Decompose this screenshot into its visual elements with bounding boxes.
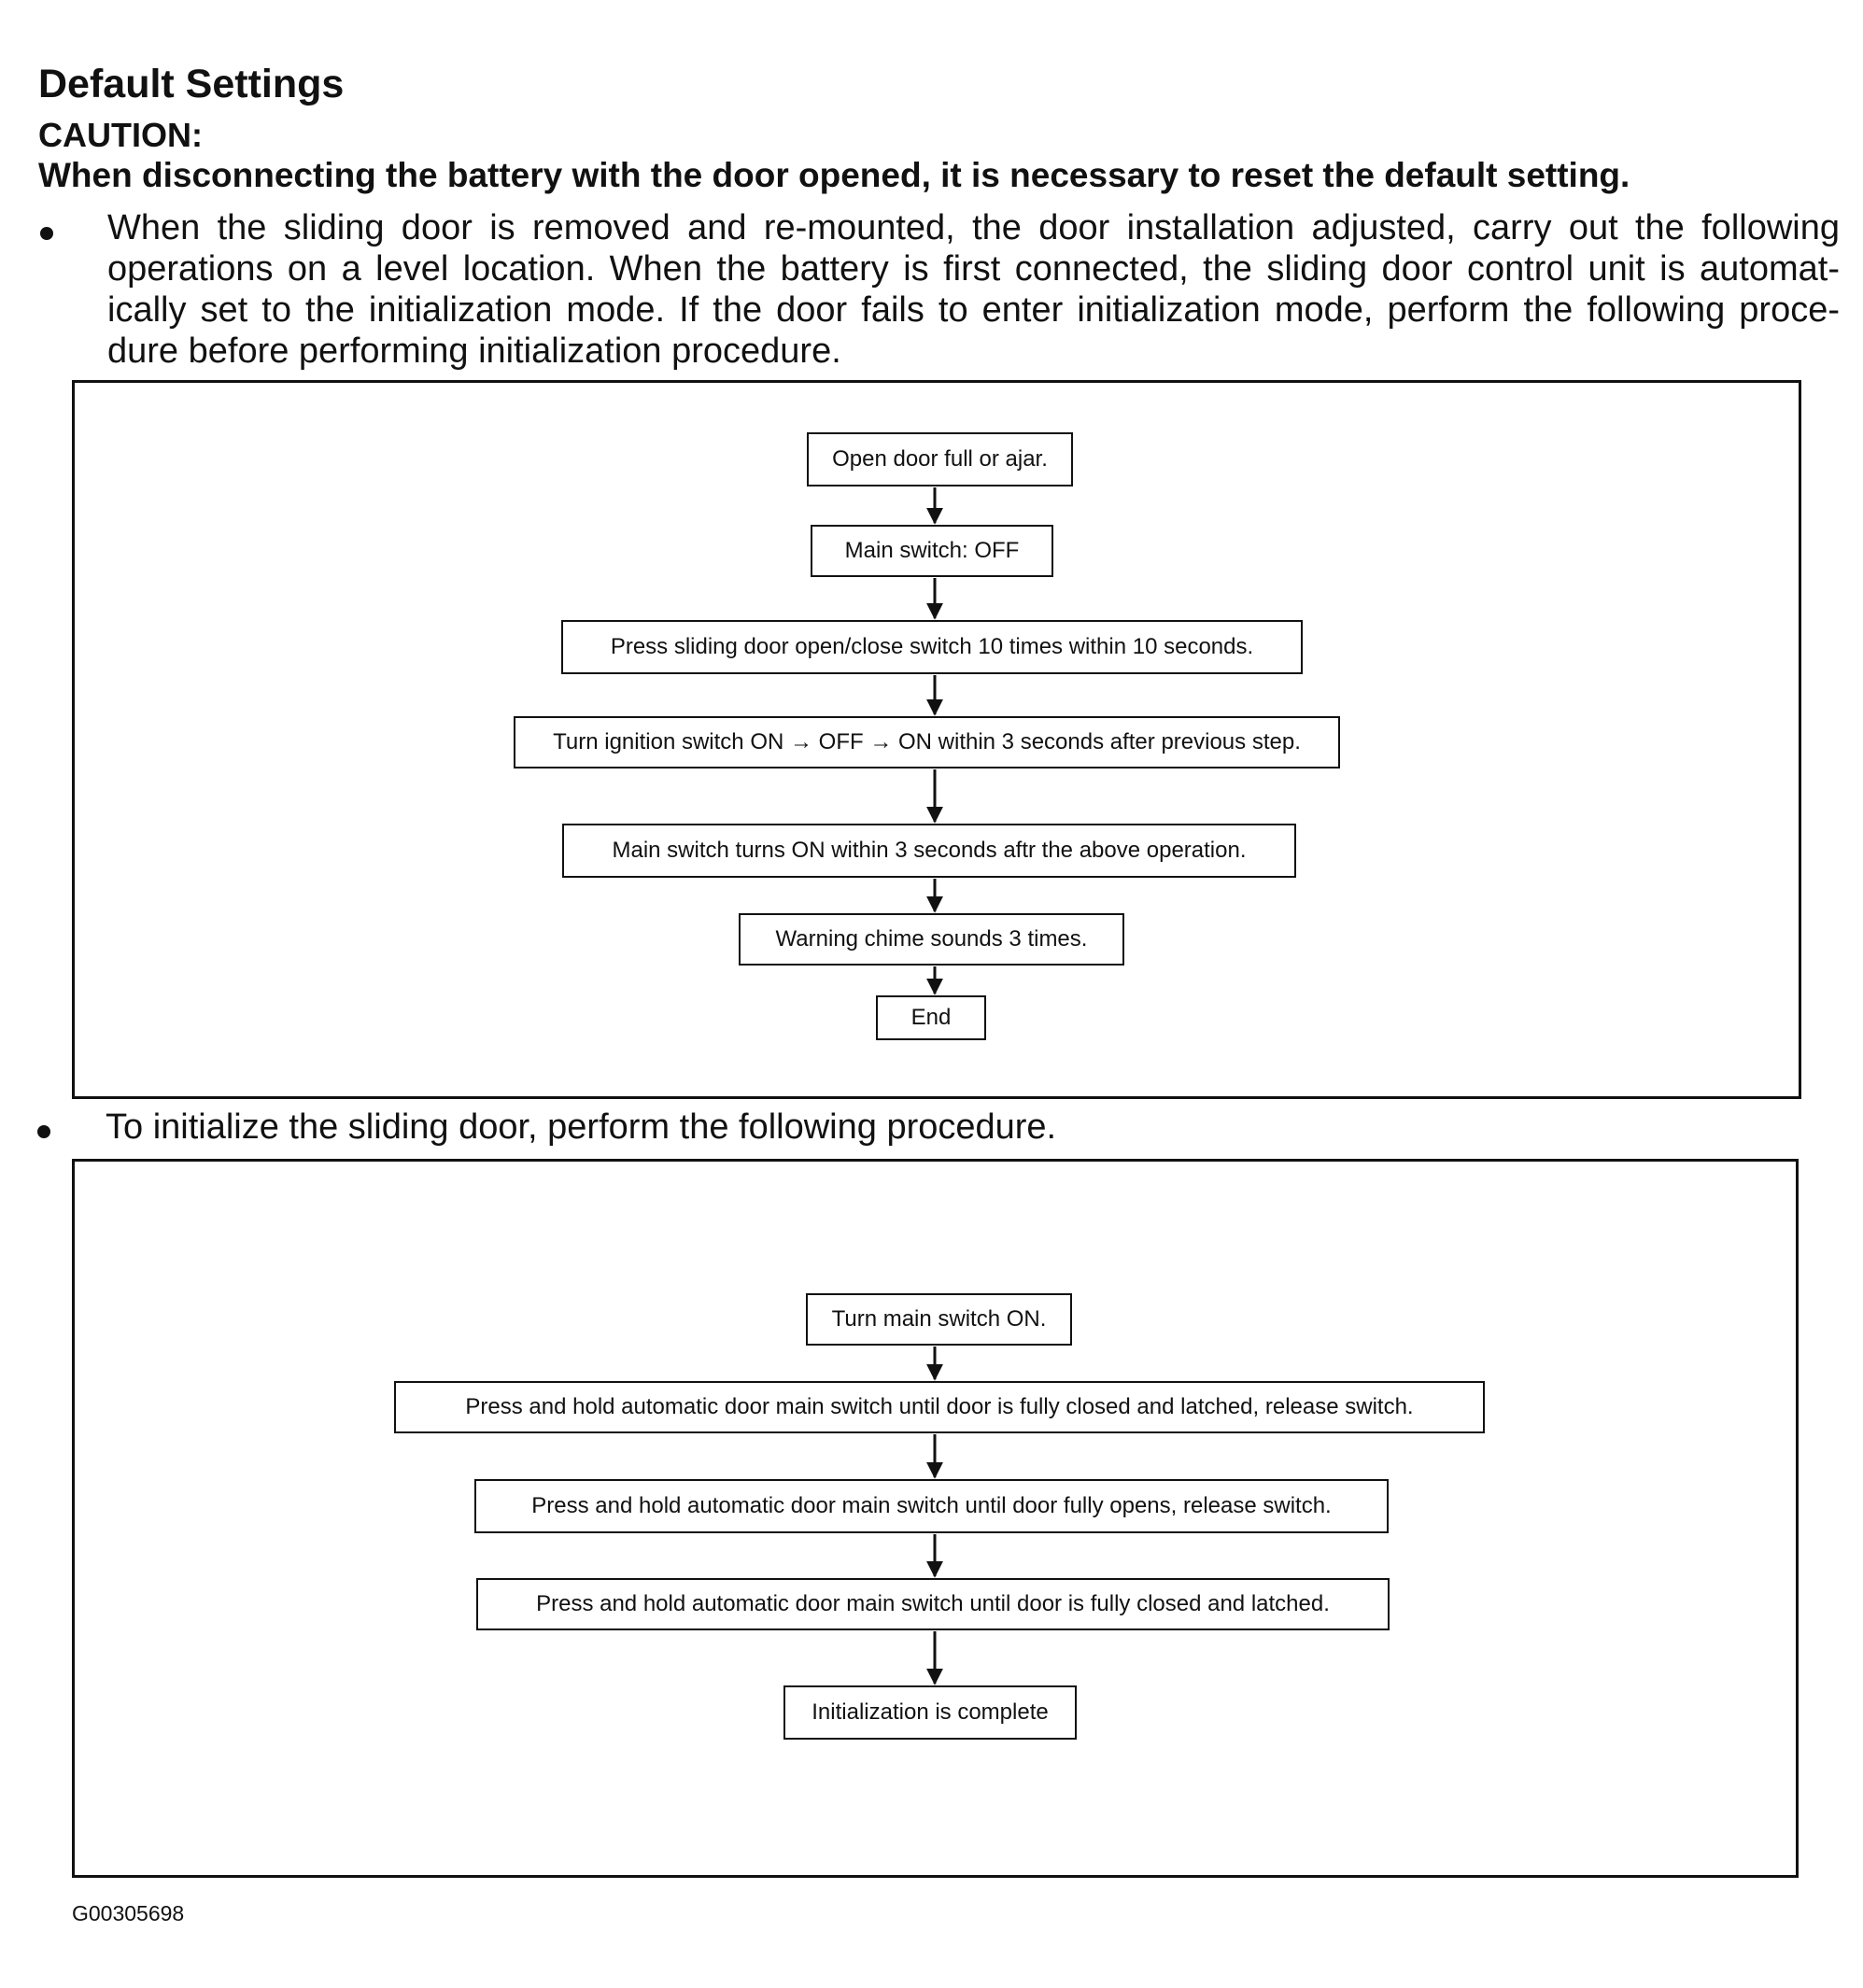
flowchart-2-frame bbox=[72, 1159, 1799, 1878]
caution-text: When disconnecting the battery with the … bbox=[38, 156, 1630, 194]
flow1-step-ignition-cycle: Turn ignition switch ON → OFF → ON withi… bbox=[514, 716, 1340, 768]
bullet-2-paragraph: To initialize the sliding door, perform … bbox=[106, 1107, 1057, 1147]
flow2-step-initialization-complete: Initialization is complete bbox=[783, 1685, 1077, 1740]
flow1-step-main-switch-off: Main switch: OFF bbox=[811, 525, 1053, 577]
flow2-step-hold-until-closed-latched: Press and hold automatic door main switc… bbox=[476, 1578, 1390, 1630]
bullet-1-line: dure before performing initialization pr… bbox=[107, 331, 841, 371]
flow1-step-end: End bbox=[876, 995, 986, 1040]
bullet-1-line: operations on a level location. When the… bbox=[107, 249, 1840, 289]
section-heading: Default Settings bbox=[38, 62, 345, 106]
figure-id: G00305698 bbox=[72, 1901, 185, 1925]
bullet-2-dot bbox=[37, 1125, 50, 1138]
flow1-step-press-switch-10-times: Press sliding door open/close switch 10 … bbox=[561, 620, 1303, 674]
flow1-step-open-door: Open door full or ajar. bbox=[807, 432, 1073, 486]
flow1-step-main-switch-on: Main switch turns ON within 3 seconds af… bbox=[562, 824, 1296, 878]
flowchart-1-frame bbox=[72, 380, 1801, 1099]
flow2-step-hold-until-closed-release: Press and hold automatic door main switc… bbox=[394, 1381, 1485, 1433]
flow1-step-warning-chime: Warning chime sounds 3 times. bbox=[739, 913, 1124, 966]
bullet-1-dot bbox=[40, 227, 53, 240]
bullet-1-line: ically set to the initialization mode. I… bbox=[107, 290, 1840, 330]
flow2-step-hold-until-open-release: Press and hold automatic door main switc… bbox=[474, 1479, 1389, 1533]
bullet-1-line: When the sliding door is removed and re-… bbox=[107, 208, 1840, 247]
flow2-step-turn-main-switch-on: Turn main switch ON. bbox=[806, 1293, 1072, 1346]
bullet-1-paragraph: When the sliding door is removed and re-… bbox=[107, 207, 1840, 372]
caution-label: CAUTION: bbox=[38, 116, 203, 154]
